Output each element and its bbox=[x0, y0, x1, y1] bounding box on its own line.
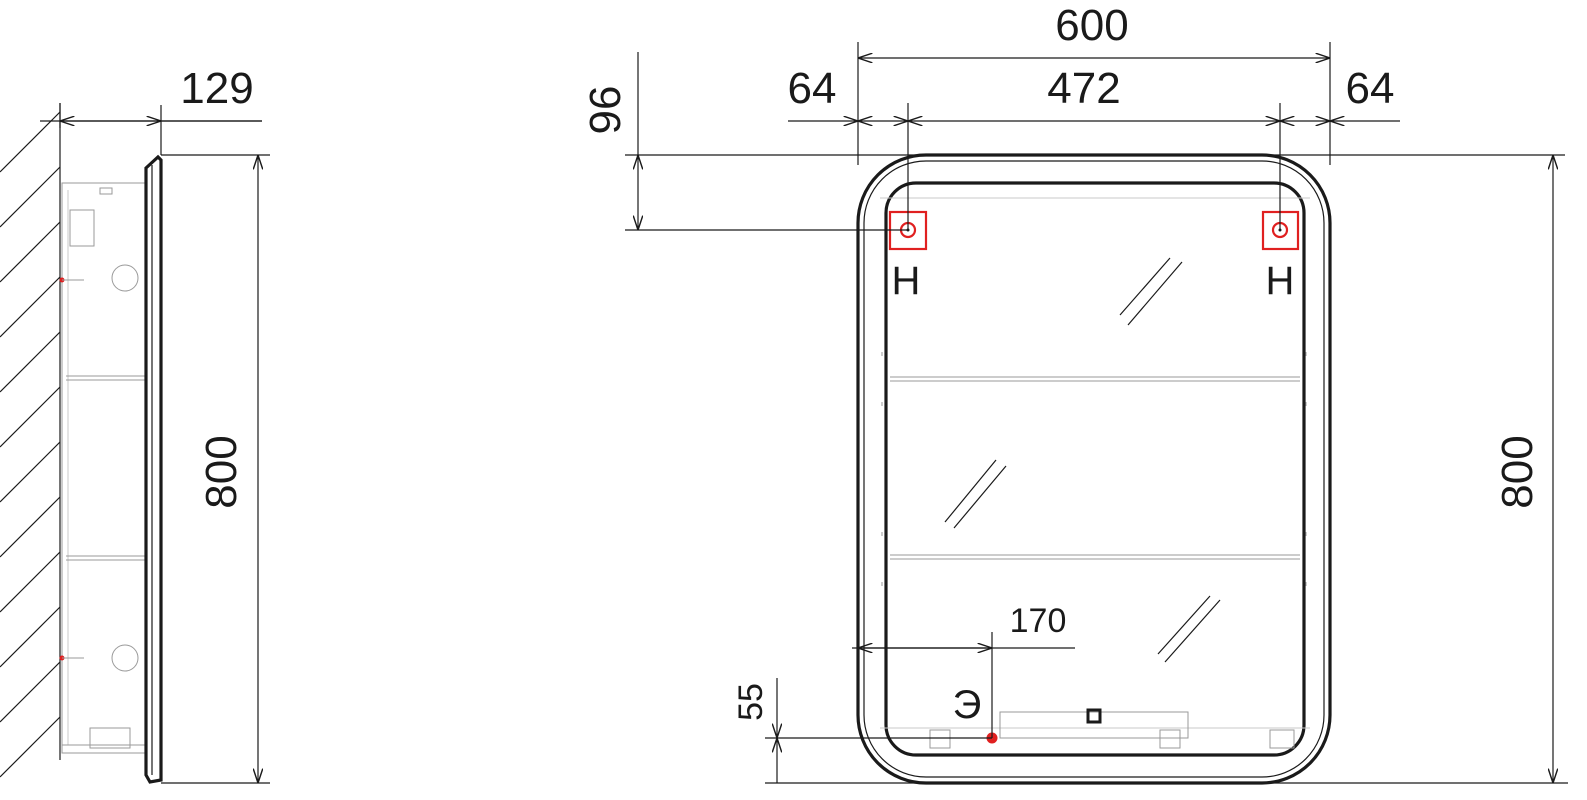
left-offset-label: 64 bbox=[788, 64, 837, 113]
front-view: Н Н Э 600 64 472 64 bbox=[581, 1, 1568, 785]
mount-marker-left: Н bbox=[892, 259, 921, 303]
cabinet-side-body bbox=[59, 182, 147, 754]
front-height-dimension bbox=[765, 155, 1568, 784]
mirror-glass bbox=[884, 181, 1306, 757]
outlet-marker: Э bbox=[953, 683, 982, 727]
side-depth-label: 129 bbox=[180, 64, 253, 113]
mount-spacing-label: 472 bbox=[1047, 64, 1120, 113]
right-offset-label: 64 bbox=[1346, 64, 1395, 113]
light-module bbox=[999, 711, 1189, 739]
shelf-pin-marks bbox=[881, 352, 1307, 586]
top-offset-label: 96 bbox=[581, 86, 630, 135]
side-height-label: 800 bbox=[197, 435, 246, 508]
mount-spacing-dimension bbox=[788, 103, 1400, 230]
depth-dimension bbox=[40, 103, 262, 155]
mirror-outer-frame bbox=[856, 153, 1332, 785]
side-height-dimension bbox=[161, 154, 270, 784]
outlet-offset-dimension bbox=[852, 632, 1075, 738]
door-side-profile bbox=[144, 154, 163, 784]
front-height-label: 800 bbox=[1493, 435, 1542, 508]
wall-hatching bbox=[0, 103, 61, 778]
outlet-height-label: 55 bbox=[732, 683, 770, 721]
side-view: 129 800 bbox=[0, 64, 270, 784]
width-dimension bbox=[857, 42, 1331, 165]
outlet-offset-label: 170 bbox=[1010, 602, 1067, 640]
top-offset-dimension bbox=[625, 52, 1565, 231]
switch-icon bbox=[1086, 708, 1102, 724]
mount-marker-right: Н bbox=[1266, 259, 1295, 303]
width-label: 600 bbox=[1055, 1, 1128, 50]
outlet-height-dimension bbox=[765, 678, 992, 783]
glass-reflection-marks bbox=[944, 257, 1221, 663]
